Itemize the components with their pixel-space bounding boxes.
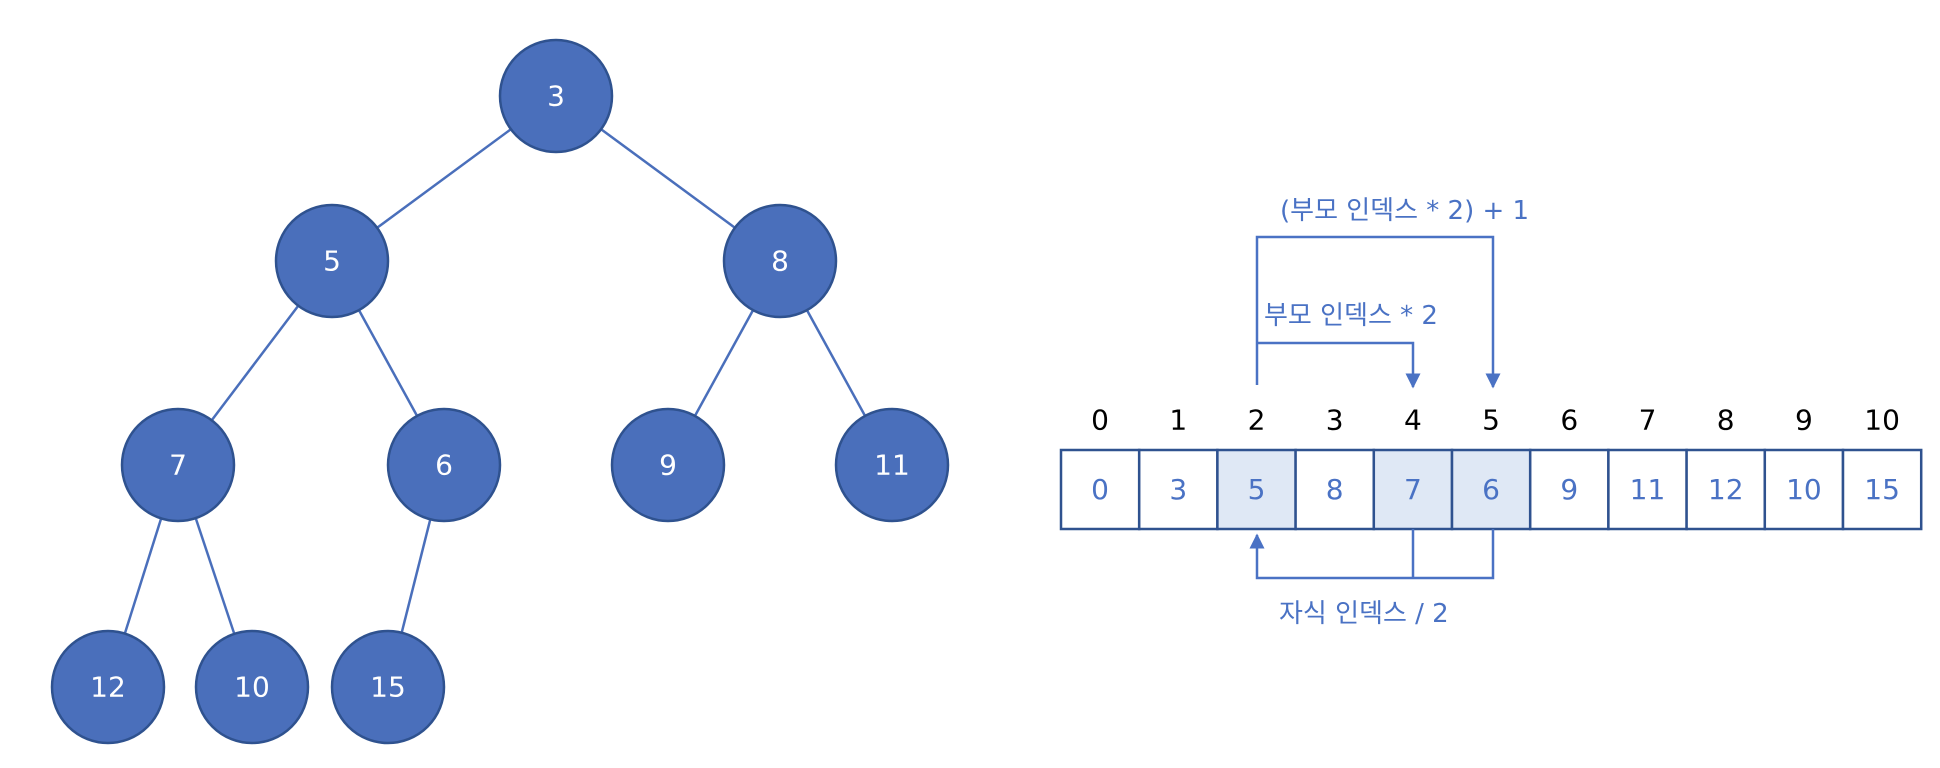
- tree-node: 5: [274, 203, 390, 319]
- array-cell: 6: [1450, 448, 1532, 531]
- array-index-label: 7: [1639, 404, 1657, 437]
- array-cell-box: [1607, 448, 1688, 531]
- tree-node-value: 7: [169, 449, 187, 482]
- tree-node-value: 8: [771, 245, 789, 278]
- tree-node: 15: [330, 629, 446, 745]
- tree-node: 10: [194, 629, 310, 745]
- tree-node: 11: [834, 407, 950, 523]
- right-child-connector: [1255, 235, 1501, 389]
- tree-node-circle: [274, 203, 390, 319]
- array-cell-value: 8: [1326, 473, 1344, 506]
- array-cell-value: 12: [1708, 473, 1744, 506]
- tree-node-circle: [50, 629, 166, 745]
- array-cell: 11: [1607, 448, 1688, 531]
- array-index-label: 5: [1482, 404, 1500, 437]
- array-cell-value: 10: [1786, 473, 1822, 506]
- tree-node: 8: [722, 203, 838, 319]
- array-index-label: 0: [1091, 404, 1109, 437]
- tree-edge: [400, 518, 432, 634]
- array-index-label: 9: [1795, 404, 1813, 437]
- tree-edge: [805, 309, 867, 417]
- tree-node: 6: [386, 407, 502, 523]
- array-cell-value: 7: [1404, 473, 1422, 506]
- array-index-label: 1: [1169, 404, 1187, 437]
- tree-edge: [600, 128, 736, 229]
- parent-connector: [1249, 529, 1495, 580]
- tree-edge: [194, 517, 236, 635]
- tree-node-value: 12: [90, 671, 126, 704]
- array-index-label: 3: [1326, 404, 1344, 437]
- tree-node-value: 11: [874, 449, 910, 482]
- left-child-connector: [1257, 341, 1421, 389]
- array-index-label: 8: [1717, 404, 1735, 437]
- right-child-formula-label: (부모 인덱스 * 2) + 1: [1280, 196, 1529, 226]
- array-cell-value: 0: [1091, 473, 1109, 506]
- array-cell: 7: [1372, 448, 1454, 531]
- array-cell: 9: [1528, 448, 1610, 531]
- tree-node-circle: [330, 629, 446, 745]
- tree-node-circle: [498, 38, 614, 154]
- array-cell-value: 11: [1630, 473, 1666, 506]
- tree-node-value: 15: [370, 671, 406, 704]
- tree-edges: [123, 128, 867, 635]
- tree-node-circle: [386, 407, 502, 523]
- array-cell: 12: [1685, 448, 1767, 531]
- array-cell-value: 9: [1560, 473, 1578, 506]
- array-index-label: 4: [1404, 404, 1422, 437]
- tree-node-circle: [834, 407, 950, 523]
- array-index-label: 2: [1248, 404, 1266, 437]
- array-indices: 0 1 2 3 4 5 6 7 8 9 10: [1091, 404, 1900, 437]
- array-cells: 0 3 5 8 7 6 9 11 12 10 15: [1059, 448, 1923, 531]
- tree-node-circle: [120, 407, 236, 523]
- tree-edge: [123, 518, 163, 634]
- array-cell: 0: [1059, 448, 1141, 531]
- array-cell: 10: [1763, 448, 1845, 531]
- parent-formula-label: 자식 인덱스 / 2: [1279, 599, 1449, 629]
- left-child-formula-label: 부모 인덱스 * 2: [1264, 301, 1438, 331]
- tree-edge: [376, 128, 512, 229]
- index-relation-connectors: [1249, 235, 1501, 580]
- tree-node-circle: [194, 629, 310, 745]
- tree-node: 3: [498, 38, 614, 154]
- tree-nodes: 3 5 8 7 6 9 11 12 10 15: [50, 38, 950, 745]
- tree-edge: [210, 304, 300, 422]
- array-cell: 3: [1137, 448, 1219, 531]
- tree-node: 9: [610, 407, 726, 523]
- array-cell: 5: [1216, 448, 1297, 531]
- array-cell-highlight: [1372, 448, 1454, 531]
- tree-edge: [693, 309, 755, 417]
- array-index-label: 6: [1560, 404, 1578, 437]
- array-cell: 15: [1841, 448, 1923, 531]
- array-cell: 8: [1294, 448, 1376, 531]
- tree-edge: [357, 309, 419, 417]
- tree-node-value: 6: [435, 449, 453, 482]
- array-cell-highlight: [1450, 448, 1532, 531]
- array-cell-box: [1528, 448, 1610, 531]
- tree-node-circle: [610, 407, 726, 523]
- tree-node: 12: [50, 629, 166, 745]
- array-index-label: 10: [1864, 404, 1900, 437]
- tree-node: 7: [120, 407, 236, 523]
- array-cell-value: 6: [1482, 473, 1500, 506]
- array-cell-value: 3: [1169, 473, 1187, 506]
- tree-node-value: 3: [547, 80, 565, 113]
- array-cell-box: [1841, 448, 1923, 531]
- tree-node-value: 10: [234, 671, 270, 704]
- tree-node-value: 9: [659, 449, 677, 482]
- array-cell-value: 15: [1864, 473, 1900, 506]
- array-cell-value: 5: [1248, 473, 1266, 506]
- tree-node-value: 5: [323, 245, 341, 278]
- array-cell-box: [1294, 448, 1376, 531]
- tree-node-circle: [722, 203, 838, 319]
